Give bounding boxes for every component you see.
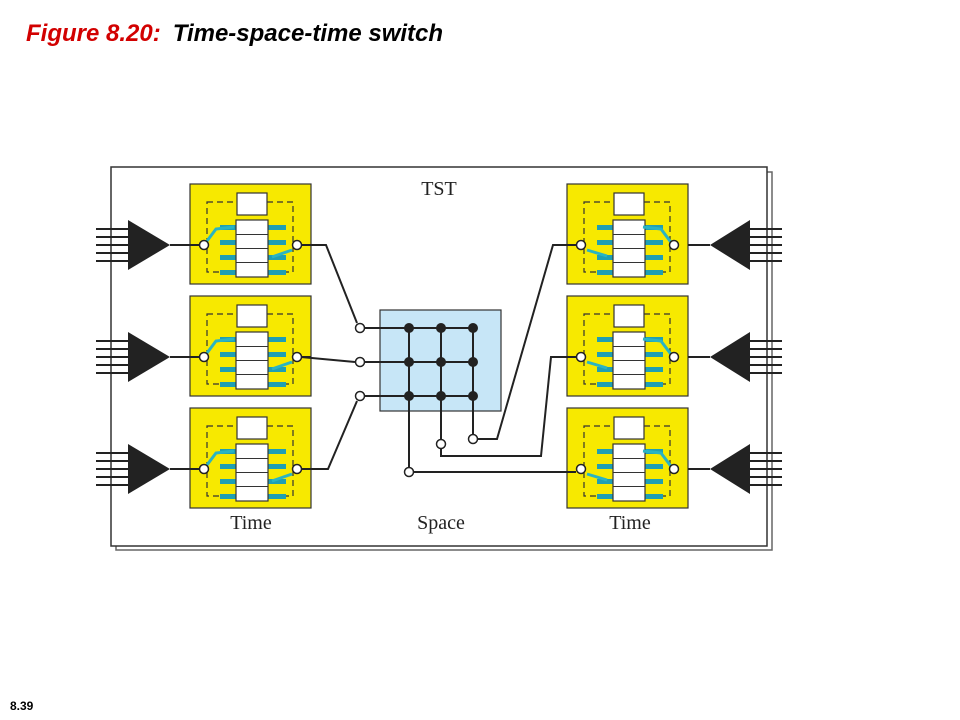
- space-switch: [354, 309, 502, 478]
- figure-number: Figure 8.20:: [26, 20, 161, 47]
- tsi-left-2: [188, 295, 313, 397]
- slide-number: 8.39: [10, 699, 34, 713]
- tst-label: TST: [421, 178, 457, 200]
- time-label-left: Time: [230, 512, 272, 534]
- tsi-left-1: [188, 183, 313, 285]
- tsi-right-1: [566, 183, 689, 285]
- figure-caption: Time-space-time switch: [172, 20, 444, 47]
- figure-title: Figure 8.20: Time-space-time switch: [26, 20, 443, 48]
- input-connections: [300, 244, 358, 470]
- output-connections: [413, 244, 576, 473]
- tsi-right-3: [566, 407, 689, 509]
- time-label-right: Time: [609, 512, 651, 534]
- space-label: Space: [417, 512, 465, 534]
- tsi-left-3: [188, 407, 313, 509]
- tsi-right-2: [566, 295, 689, 397]
